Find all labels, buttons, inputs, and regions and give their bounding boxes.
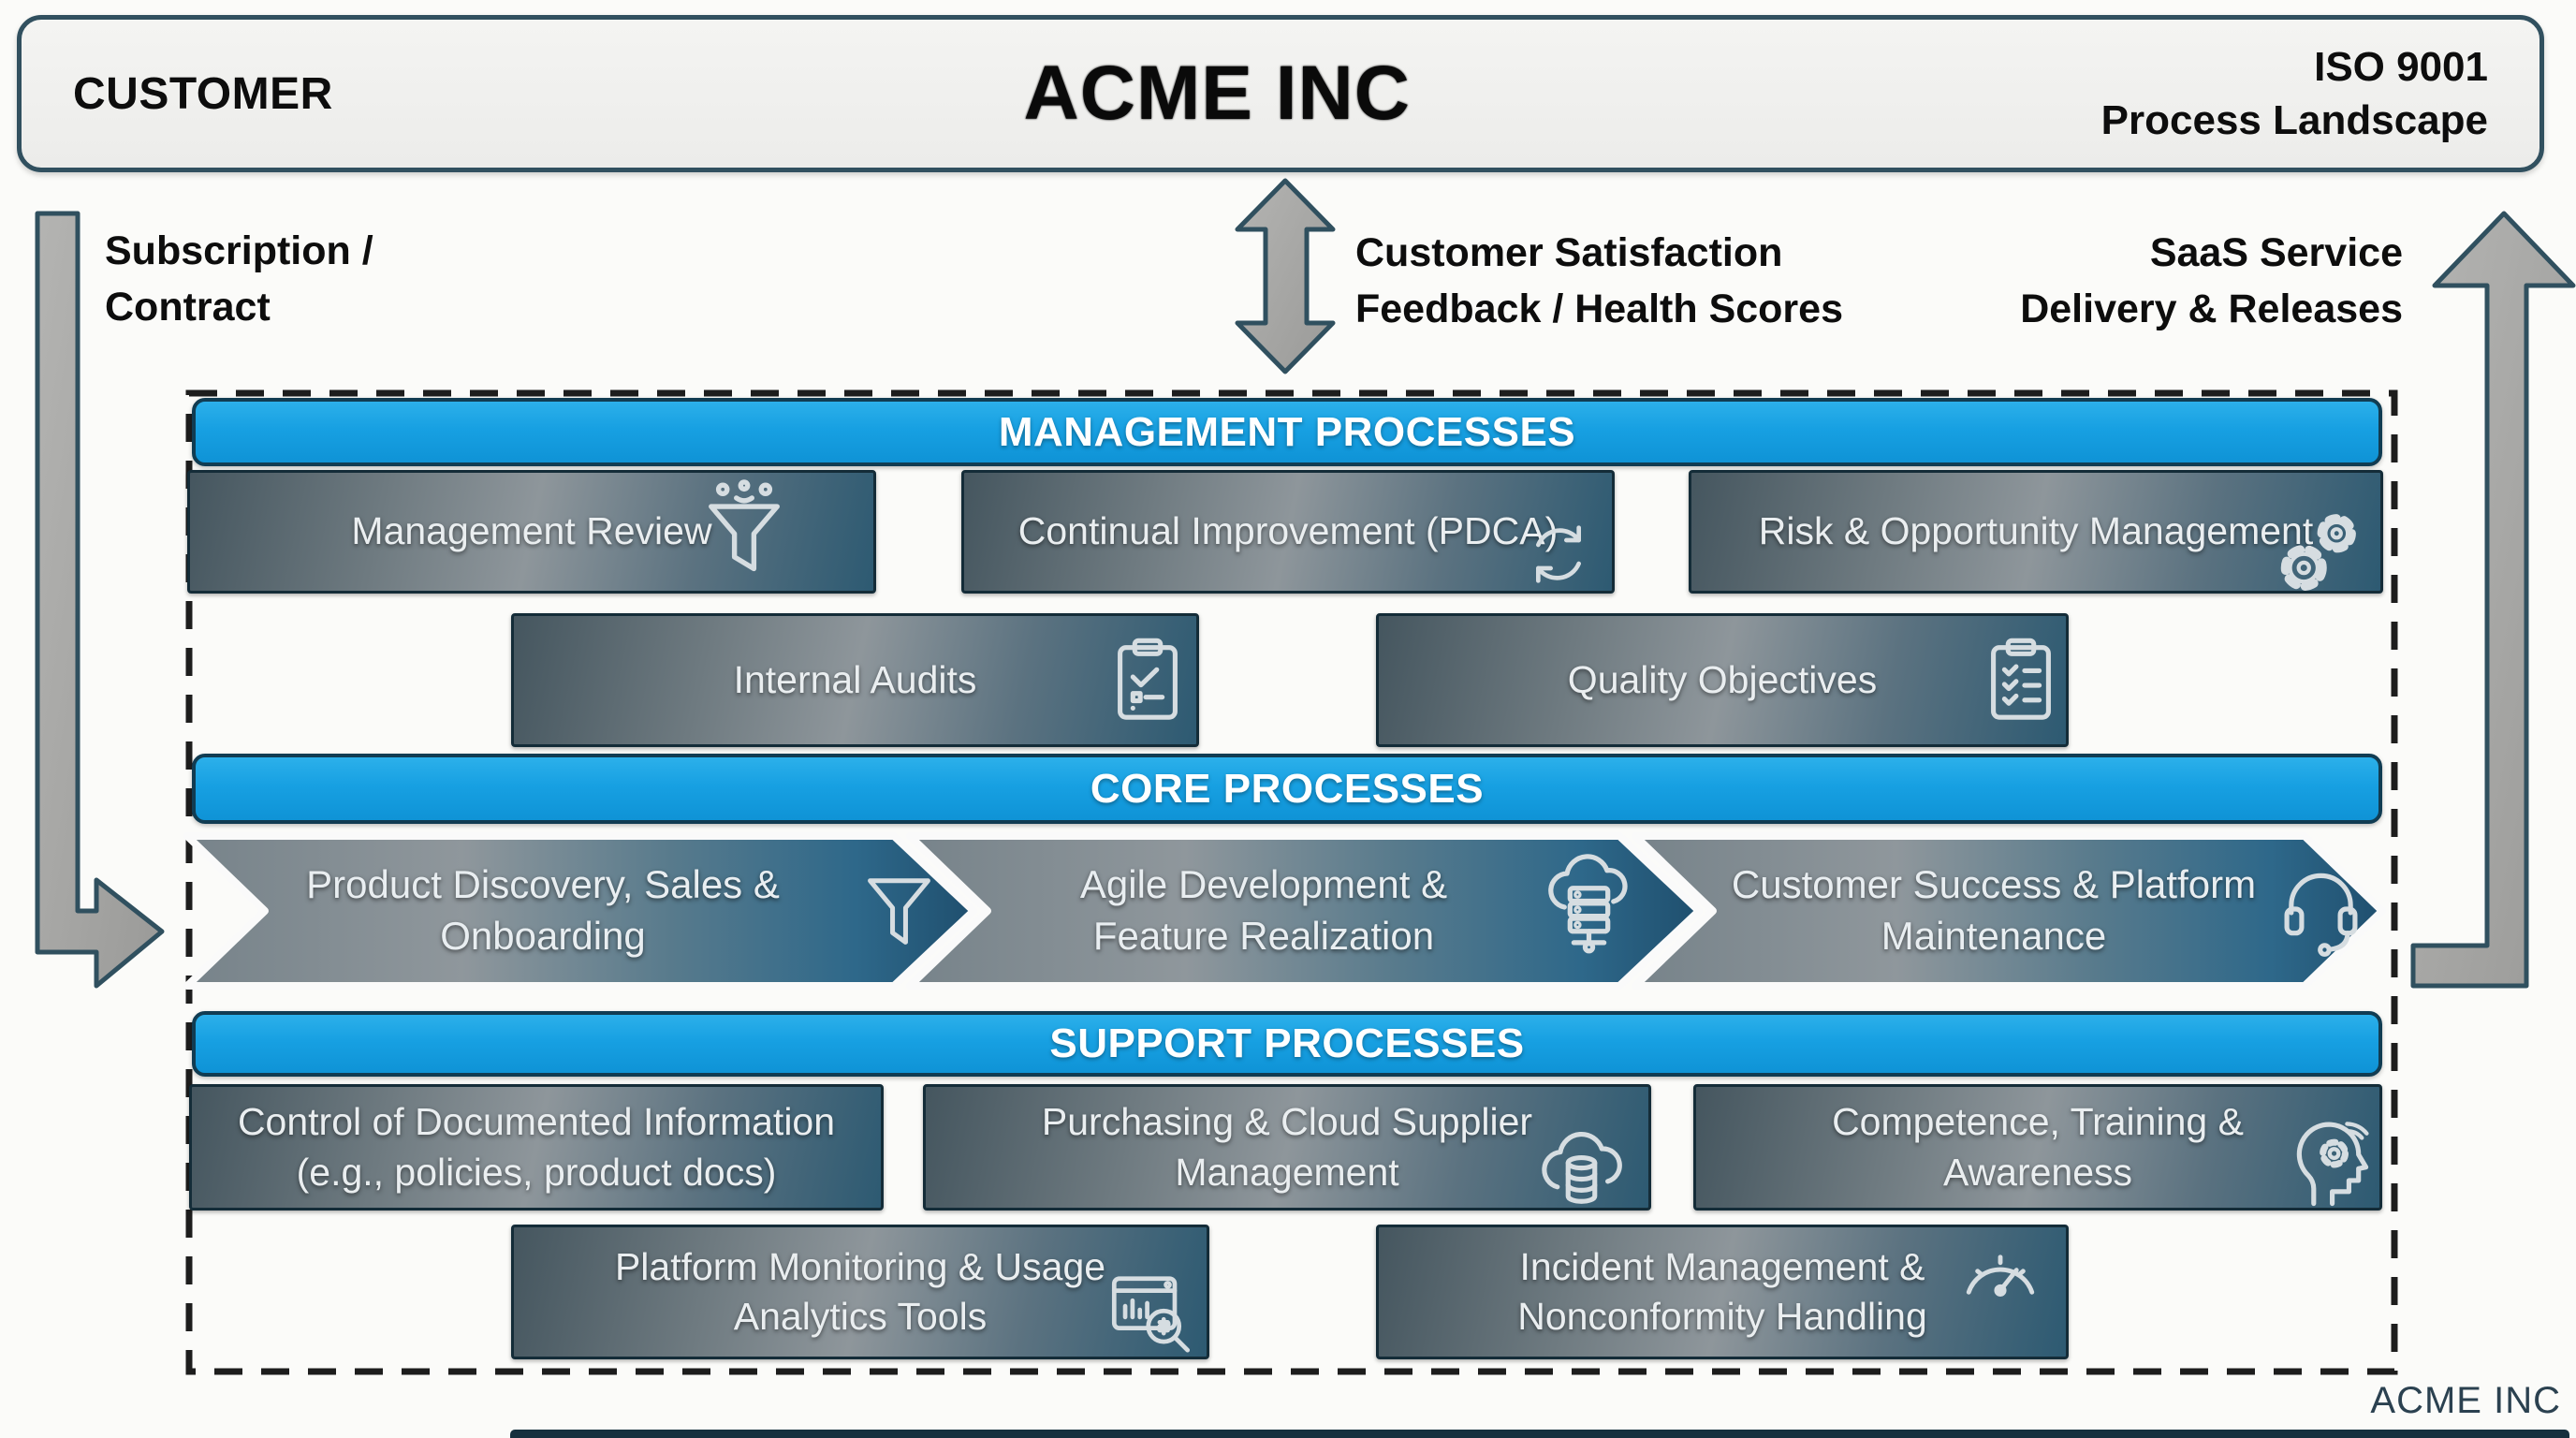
chevron-agile-development <box>906 832 1703 990</box>
box-quality-objectives: Quality Objectives <box>1376 613 2069 747</box>
core-processes-banner: CORE PROCESSES <box>192 754 2382 824</box>
chevron-product-discovery <box>183 832 977 990</box>
box-risk-opportunity: Risk & Opportunity Management <box>1689 470 2383 594</box>
box-purchasing-cloud-supplier: Purchasing & Cloud Supplier Management <box>923 1084 1651 1211</box>
label-customer-success: Customer Success & Platform Maintenance <box>1731 862 2257 958</box>
brand-logo: ACME INC <box>1023 51 1411 136</box>
box-management-review: Management Review <box>187 470 876 594</box>
feedback-flow-arrow <box>1235 178 1336 374</box>
header-bar: CUSTOMER ACME INC ISO 9001 Process Lands… <box>17 15 2544 172</box>
label-agile-development: Agile Development & Feature Realization <box>1079 862 1448 958</box>
support-processes-banner: SUPPORT PROCESSES <box>192 1011 2382 1077</box>
iso-title: ISO 9001 Process Landscape <box>2100 43 2488 143</box>
subscription-flow-arrow <box>35 211 165 989</box>
box-incident-management: Incident Management & Nonconformity Hand… <box>1376 1225 2069 1359</box>
footer-brand: ACME INC <box>2370 1380 2561 1421</box>
delivery-label: SaaS Service Delivery & Releases <box>2020 230 2403 332</box>
satisfaction-label: Customer Satisfaction Feedback / Health … <box>1355 230 1843 332</box>
box-competence-training: Competence, Training & Awareness <box>1693 1084 2382 1211</box>
dashed-boundary <box>185 389 2398 1375</box>
subscription-label: Subscription / Contract <box>105 228 373 330</box>
bottom-edge-bar <box>510 1430 2569 1438</box>
label-product-discovery: Product Discovery, Sales & Onboarding <box>306 862 780 958</box>
box-documented-information: Control of Documented Information (e.g.,… <box>189 1084 884 1211</box>
box-platform-monitoring: Platform Monitoring & Usage Analytics To… <box>511 1225 1209 1359</box>
delivery-flow-arrow <box>2410 211 2576 989</box>
box-internal-audits: Internal Audits <box>511 613 1199 747</box>
chevron-customer-success <box>1632 832 2386 990</box>
management-processes-banner: MANAGEMENT PROCESSES <box>192 398 2382 466</box>
customer-label: CUSTOMER <box>73 68 333 119</box>
box-continual-improvement: Continual Improvement (PDCA) <box>961 470 1615 594</box>
